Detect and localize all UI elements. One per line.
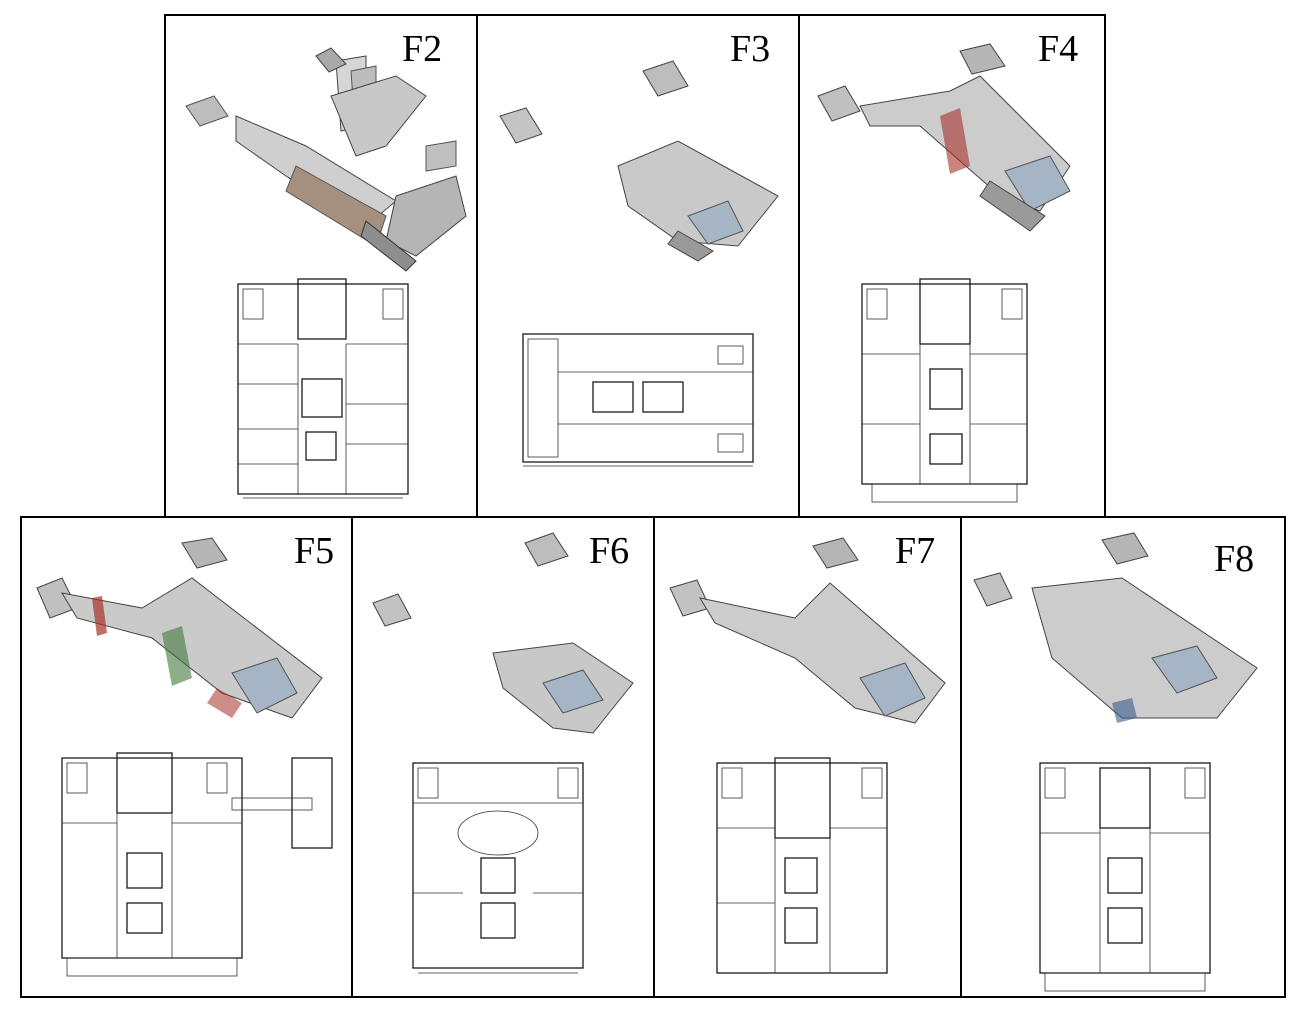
panel-F4: F4 (798, 14, 1106, 518)
panel-label: F4 (1038, 28, 1079, 70)
panel-label: F7 (895, 530, 936, 572)
panel-label: F5 (294, 530, 335, 572)
scan-and-floorplan (36, 537, 333, 977)
floor-plan (1039, 762, 1211, 992)
point-cloud-scan (372, 532, 634, 734)
panel-F2: F2 (164, 14, 478, 518)
panel-label: F2 (402, 28, 443, 70)
floor-plan (237, 278, 409, 499)
panel-F5: F5 (20, 516, 353, 998)
scan-and-floorplan (185, 47, 467, 499)
floor-plan (861, 278, 1028, 503)
panel-label: F3 (730, 28, 771, 70)
scan-and-floorplan (817, 43, 1071, 503)
floor-plan (522, 333, 754, 467)
panel-F3: F3 (476, 14, 800, 518)
floor-plan (412, 762, 584, 974)
scan-and-floorplan (669, 537, 946, 974)
panel-label: F8 (1214, 538, 1255, 580)
panel-F6: F6 (351, 516, 655, 998)
point-cloud-scan (185, 47, 467, 272)
scan-and-floorplan (499, 60, 779, 467)
floor-plan (716, 757, 888, 974)
panel-label: F6 (589, 530, 630, 572)
floor-plan (61, 752, 333, 977)
point-cloud-scan (36, 537, 323, 719)
panel-F7: F7 (653, 516, 962, 998)
scan-and-floorplan (973, 532, 1258, 992)
panel-F8: F8 (960, 516, 1286, 998)
point-cloud-scan (817, 43, 1071, 232)
point-cloud-scan (973, 532, 1258, 723)
point-cloud-scan (669, 537, 946, 724)
point-cloud-scan (499, 60, 779, 262)
scan-and-floorplan (372, 532, 634, 974)
